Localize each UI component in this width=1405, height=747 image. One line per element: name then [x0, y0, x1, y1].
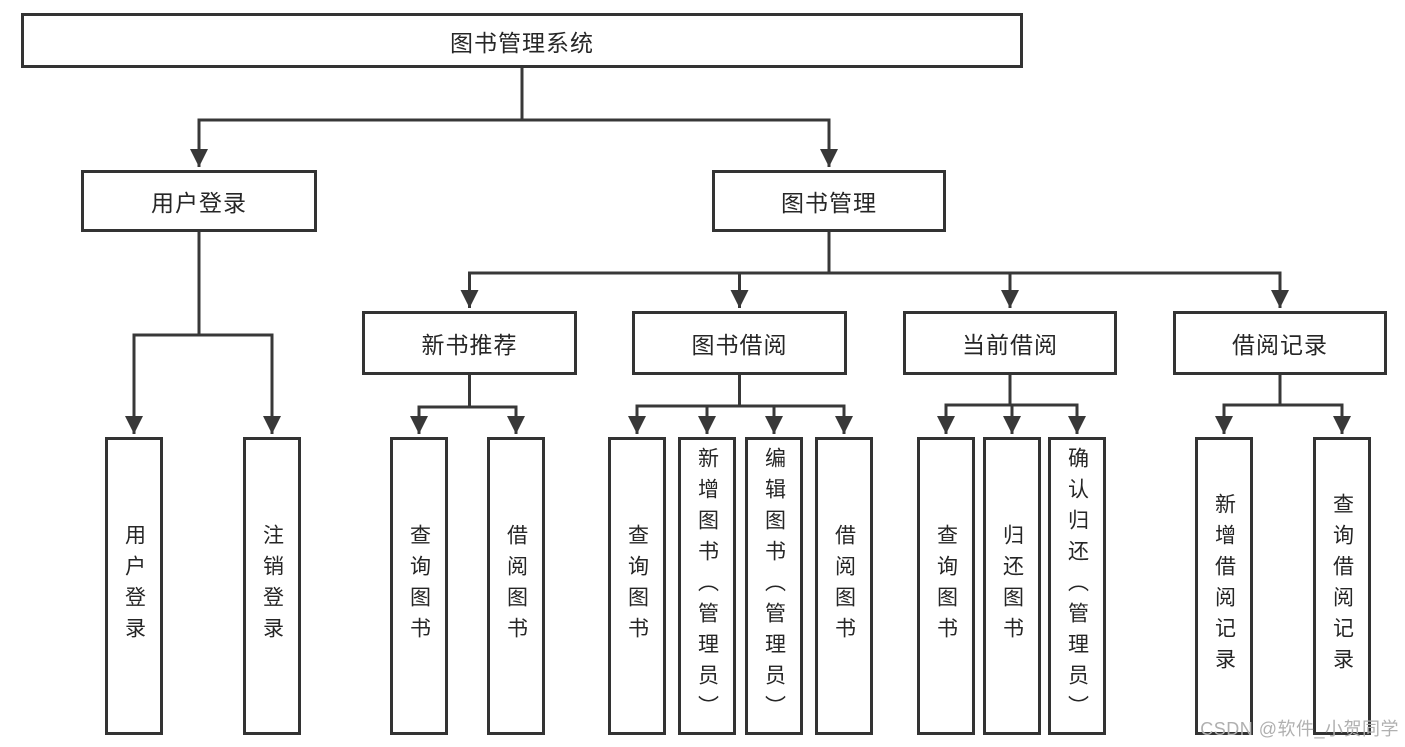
leaf-search-books-borrowing-label: 查询图书: [625, 524, 649, 648]
leaf-add-borrow-record-label: 新增借阅记录: [1212, 493, 1236, 679]
leaf-search-books-recommend: 查询图书: [390, 437, 448, 735]
node-borrowing-records-label: 借阅记录: [1232, 332, 1328, 358]
node-root-label: 图书管理系统: [450, 29, 594, 56]
leaf-search-borrow-record-label: 查询借阅记录: [1330, 493, 1354, 679]
node-current-borrowing-label: 当前借阅: [962, 332, 1058, 358]
node-book-management: 图书管理: [712, 170, 946, 232]
node-root-library-management-system: 图书管理系统: [21, 13, 1023, 68]
leaf-add-book-admin: 新增图书（管理员）: [678, 437, 736, 735]
leaf-logout-label: 注销登录: [260, 524, 284, 648]
node-current-borrowing: 当前借阅: [903, 311, 1117, 375]
leaf-borrow-books-borrowing: 借阅图书: [815, 437, 873, 735]
leaf-add-book-admin-label: 新增图书（管理员）: [695, 446, 719, 726]
connector-book-management-bus: [468, 232, 1282, 275]
node-user-login-label: 用户登录: [151, 190, 247, 216]
leaf-search-books-current-label: 查询图书: [934, 524, 958, 648]
leaf-add-borrow-record: 新增借阅记录: [1195, 437, 1253, 735]
connector-book-borrowing-bus: [635, 375, 846, 408]
leaf-user-login: 用户登录: [105, 437, 163, 735]
leaf-return-books: 归还图书: [983, 437, 1041, 735]
node-book-borrowing-label: 图书借阅: [691, 332, 788, 358]
connector-current-borrowing-bus: [944, 375, 1079, 407]
connector-root-bus: [197, 68, 831, 122]
node-borrowing-records: 借阅记录: [1173, 311, 1387, 375]
leaf-edit-book-admin: 编辑图书（管理员）: [745, 437, 803, 735]
leaf-user-login-label: 用户登录: [122, 524, 146, 648]
leaf-return-books-label: 归还图书: [1000, 524, 1024, 648]
leaf-confirm-return-admin-label: 确认归还（管理员）: [1065, 446, 1089, 726]
node-book-management-label: 图书管理: [781, 190, 877, 216]
connector-borrowing-records-bus: [1222, 375, 1344, 407]
leaf-borrow-books-recommend: 借阅图书: [487, 437, 545, 735]
csdn-watermark: CSDN @软件_小贺同学: [1200, 719, 1399, 739]
node-book-borrowing: 图书借阅: [632, 311, 847, 375]
leaf-logout: 注销登录: [243, 437, 301, 735]
leaf-borrow-books-recommend-label: 借阅图书: [504, 524, 528, 648]
node-new-book-recommendation-label: 新书推荐: [421, 332, 518, 358]
connector-user-login-bus: [132, 232, 274, 337]
connector-new-book-recommendation-bus: [417, 375, 518, 409]
node-new-book-recommendation: 新书推荐: [362, 311, 577, 375]
leaf-confirm-return-admin: 确认归还（管理员）: [1048, 437, 1106, 735]
leaf-edit-book-admin-label: 编辑图书（管理员）: [762, 446, 786, 726]
leaf-search-books-recommend-label: 查询图书: [407, 524, 431, 648]
leaf-search-borrow-record: 查询借阅记录: [1313, 437, 1371, 735]
leaf-search-books-current: 查询图书: [917, 437, 975, 735]
node-user-login: 用户登录: [81, 170, 317, 232]
leaf-search-books-borrowing: 查询图书: [608, 437, 666, 735]
leaf-borrow-books-borrowing-label: 借阅图书: [832, 524, 856, 648]
